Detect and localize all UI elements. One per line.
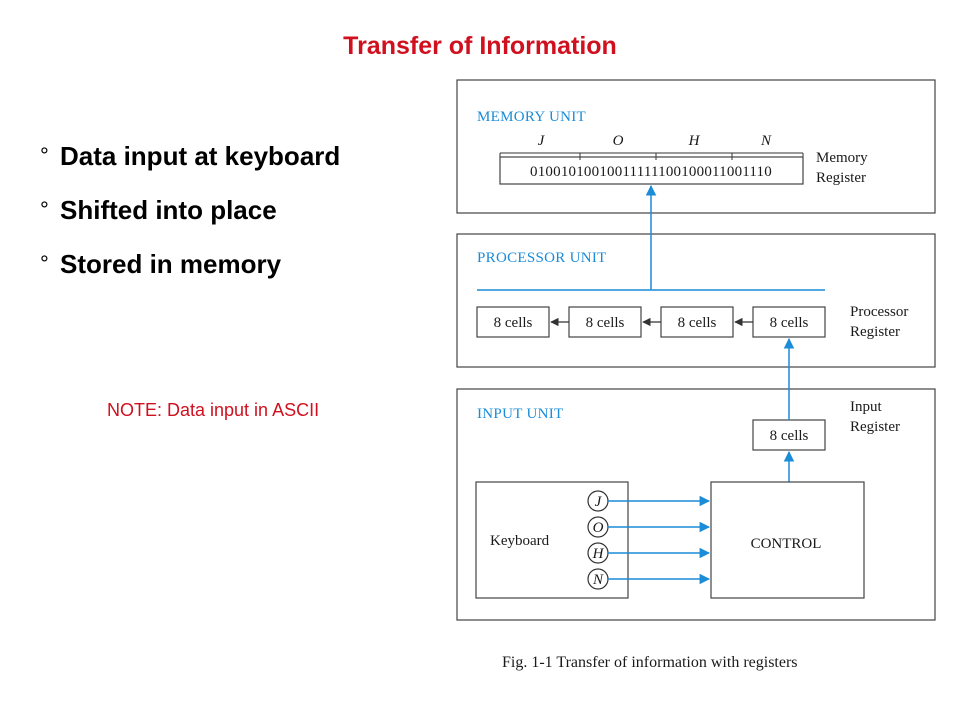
control-box	[710, 481, 865, 599]
keyboard-box	[475, 481, 629, 599]
memory-register-box	[499, 156, 804, 185]
input-register-label-line2: Register	[850, 419, 900, 435]
bullet-text: Data input at keyboard	[60, 141, 341, 171]
bullet-item: ° Stored in memory	[40, 246, 340, 300]
memory-letter-o: O	[613, 133, 624, 149]
control-label: CONTROL	[751, 536, 822, 552]
bullet-marker: °	[40, 197, 49, 222]
processor-cell-2-label: 8 cells	[586, 315, 625, 331]
input-register-cell-label: 8 cells	[770, 428, 809, 444]
processor-unit-label: PROCESSOR UNIT	[477, 250, 607, 266]
ascii-note: NOTE: Data input in ASCII	[107, 400, 320, 420]
bullet-text: Shifted into place	[60, 195, 277, 225]
slide-title: Transfer of Information	[343, 32, 617, 60]
processor-unit-box	[456, 233, 936, 368]
bullet-item: ° Data input at keyboard	[40, 138, 340, 192]
bullet-marker: °	[40, 143, 49, 168]
input-unit-label: INPUT UNIT	[477, 406, 563, 422]
bullet-text: Stored in memory	[60, 249, 282, 279]
figure-caption: Fig. 1-1 Transfer of information with re…	[502, 654, 798, 671]
input-unit-box	[456, 388, 936, 621]
memory-letter-n: N	[760, 133, 772, 149]
bullet-item: ° Shifted into place	[40, 192, 340, 246]
key-letter-j: J	[595, 494, 603, 510]
memory-register-bits: 01001010010011111100100011001110	[530, 164, 772, 180]
processor-cell-3-label: 8 cells	[678, 315, 717, 331]
processor-cell-1	[476, 306, 550, 338]
processor-cell-4-label: 8 cells	[770, 315, 809, 331]
memory-unit-box	[456, 79, 936, 214]
key-letter-h: H	[592, 546, 605, 562]
processor-cell-1-label: 8 cells	[494, 315, 533, 331]
bullet-marker: °	[40, 251, 49, 276]
memory-register-label-line2: Register	[816, 170, 866, 186]
keyboard-label: Keyboard	[490, 533, 550, 549]
memory-letter-j: J	[538, 133, 546, 149]
memory-letter-h: H	[688, 133, 701, 149]
processor-register-label-line1: Processor	[850, 304, 908, 320]
memory-unit-label: MEMORY UNIT	[477, 109, 586, 125]
key-letter-n: N	[592, 572, 604, 588]
input-register-label-line1: Input	[850, 399, 882, 415]
processor-register-label-line2: Register	[850, 324, 900, 340]
memory-register-label-line1: Memory	[816, 150, 868, 166]
key-letter-o: O	[593, 520, 604, 536]
bullet-list: ° Data input at keyboard ° Shifted into pl…	[40, 138, 340, 300]
